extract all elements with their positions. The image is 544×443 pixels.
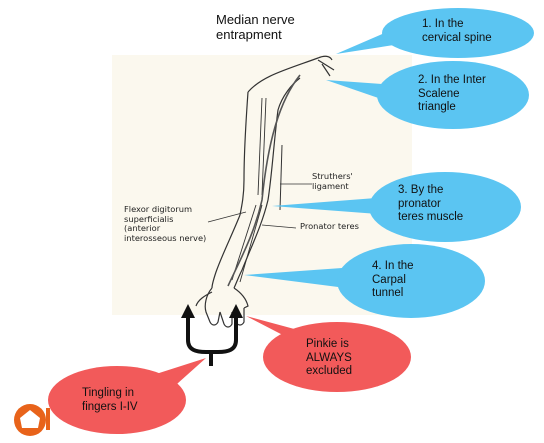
label-pronator: Pronator teres (300, 222, 359, 232)
finger-arrows (188, 318, 236, 366)
label-struthers: Struthers' ligament (312, 172, 353, 191)
callout-2-text: 2. In the Inter Scalene triangle (418, 74, 486, 115)
callout-4-text: 4. In the Carpal tunnel (372, 260, 414, 301)
callout-1-text: 1. In the cervical spine (422, 18, 492, 45)
tingling-text: Tingling in fingers I-IV (82, 387, 138, 414)
logo-icon (14, 404, 50, 436)
diagram-title: Median nerve entrapment (216, 12, 295, 43)
pinkie-text: Pinkie is ALWAYS excluded (306, 338, 352, 379)
callout-3-text: 3. By the pronator teres muscle (398, 184, 463, 225)
label-flexor: Flexor digitorum superficialis (anterior… (124, 205, 206, 243)
